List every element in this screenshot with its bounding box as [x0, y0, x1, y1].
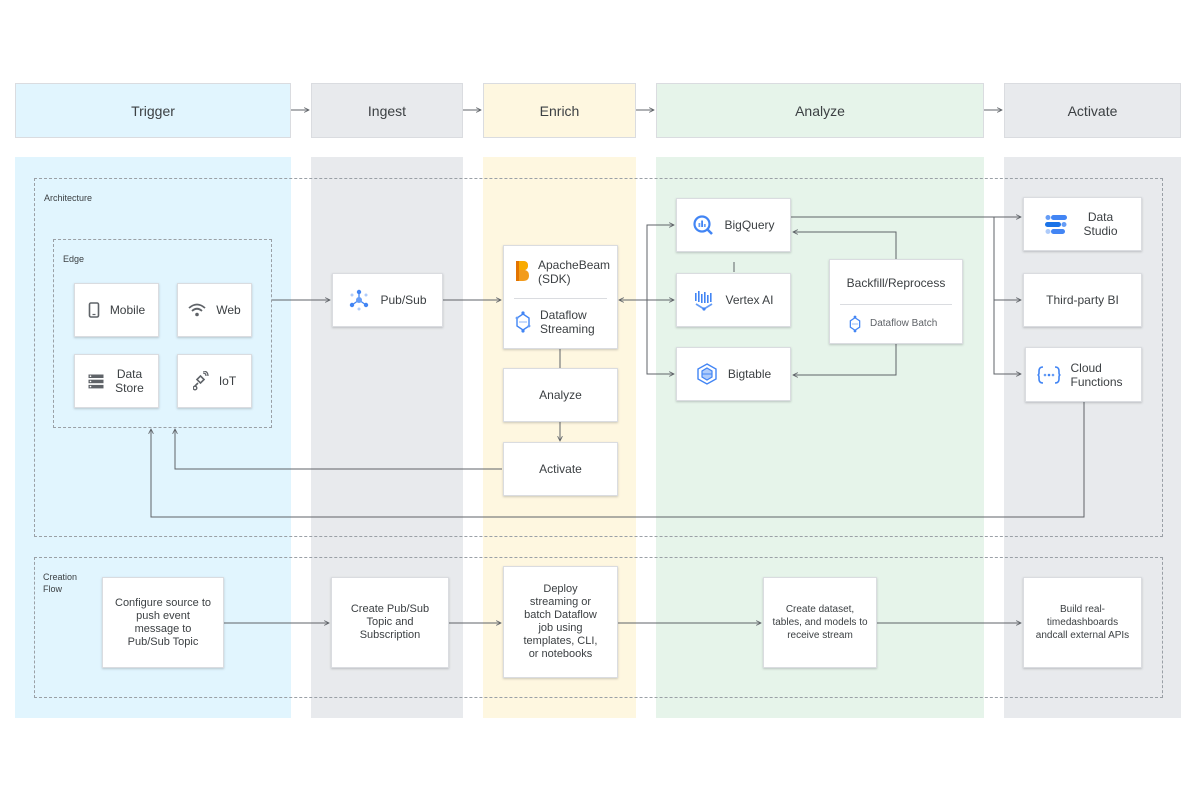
enrich-analyze-node[interactable]: Analyze [503, 368, 618, 422]
stage-enrich: Enrich [483, 83, 636, 138]
dataflow-batch-row: Dataflow Batch [848, 315, 937, 333]
data-studio-node[interactable]: Data Studio [1023, 197, 1142, 251]
creation-step-dataset[interactable]: Create dataset, tables, and models to re… [763, 577, 877, 668]
bigtable-icon [696, 363, 718, 385]
vertex-ai-node[interactable]: Vertex AI [676, 273, 791, 327]
edge-data-store[interactable]: Data Store [74, 354, 159, 408]
stage-ingest: Ingest [311, 83, 463, 138]
bigtable-node[interactable]: Bigtable [676, 347, 791, 401]
architecture-region [34, 178, 1163, 537]
wifi-icon [188, 303, 206, 317]
pubsub-node[interactable]: Pub/Sub [332, 273, 443, 327]
creation-flow-region [34, 557, 1163, 698]
edge-web[interactable]: Web [177, 283, 252, 337]
beam-dataflow-node[interactable]: ApacheBeam (SDK) Dataflow Streaming [503, 245, 618, 349]
beam-label: ApacheBeam (SDK) [538, 258, 611, 286]
edge-mobile[interactable]: Mobile [74, 283, 159, 337]
iot-icon [192, 371, 209, 391]
creation-step-dashboards[interactable]: Build real-timedashboards andcall extern… [1023, 577, 1142, 668]
pubsub-icon [348, 289, 370, 311]
iot-label: IoT [218, 374, 237, 388]
backfill-label: Backfill/Reprocess [846, 276, 946, 290]
dataflow-streaming-label: Dataflow Streaming [540, 308, 595, 336]
data-store-label: Data Store [115, 367, 144, 395]
enrich-activate-node[interactable]: Activate [503, 442, 618, 496]
dataflow-batch-label: Dataflow Batch [870, 318, 938, 329]
creation-step-dataflow[interactable]: Deploy streaming or batch Dataflow job u… [503, 566, 618, 678]
mobile-label: Mobile [109, 303, 146, 317]
mobile-icon [88, 302, 100, 318]
cloud-functions-icon [1036, 365, 1061, 384]
data-studio-icon [1043, 214, 1069, 234]
bigtable-label: Bigtable [727, 367, 772, 381]
stage-activate: Activate [1004, 83, 1181, 138]
bigquery-label: BigQuery [724, 218, 775, 232]
dataflow-streaming-row: Dataflow Streaming [514, 308, 606, 336]
third-party-bi-node[interactable]: Third-party BI [1023, 273, 1142, 327]
edge-label: Edge [63, 254, 85, 264]
data-studio-label: Data Studio [1083, 210, 1118, 238]
stage-analyze: Analyze [656, 83, 984, 138]
edge-iot[interactable]: IoT [177, 354, 252, 408]
architecture-label: Architecture [44, 193, 93, 203]
creation-flow-label: Creation Flow [43, 572, 78, 594]
beam-row: ApacheBeam (SDK) [514, 258, 614, 286]
beam-divider [514, 298, 607, 299]
apache-beam-icon [514, 260, 530, 285]
pubsub-label: Pub/Sub [380, 293, 427, 307]
data-store-icon [88, 374, 104, 389]
creation-step-configure[interactable]: Configure source to push event message t… [102, 577, 224, 668]
vertex-ai-icon [693, 289, 715, 311]
web-label: Web [216, 303, 241, 317]
bigquery-node[interactable]: BigQuery [676, 198, 791, 252]
cloud-functions-label: Cloud Functions [1070, 360, 1123, 389]
stage-trigger: Trigger [15, 83, 291, 138]
vertex-ai-label: Vertex AI [725, 293, 774, 307]
creation-step-pubsub[interactable]: Create Pub/Sub Topic and Subscription [331, 577, 449, 668]
cloud-functions-node[interactable]: Cloud Functions [1025, 347, 1142, 402]
bigquery-icon [692, 214, 714, 236]
dataflow-batch-icon [848, 315, 862, 333]
dataflow-icon [514, 311, 532, 336]
backfill-divider [840, 304, 952, 305]
backfill-node[interactable]: Backfill/Reprocess Dataflow Batch [829, 259, 963, 344]
